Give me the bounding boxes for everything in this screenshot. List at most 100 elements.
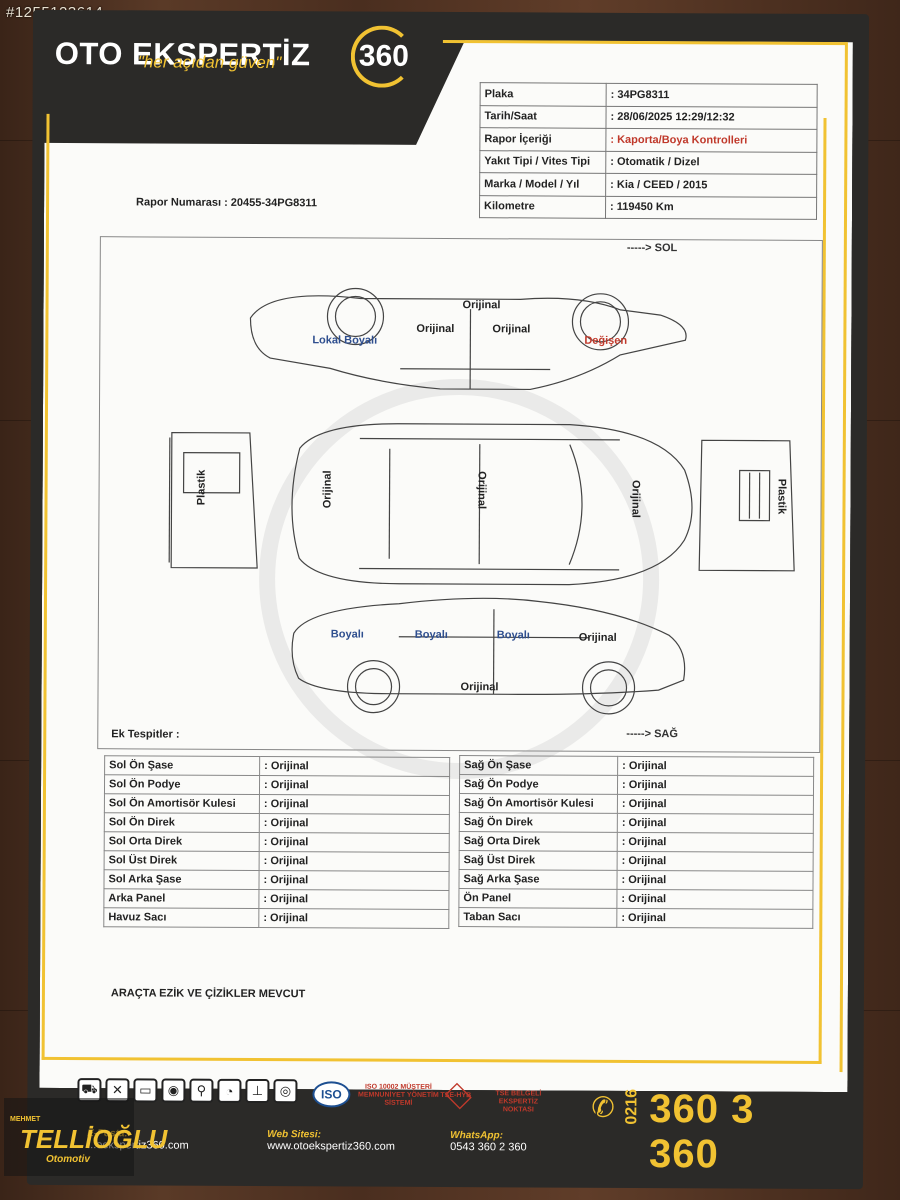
extra-findings-label: Ek Tespitler : — [111, 728, 180, 741]
part-status: : Orijinal — [259, 775, 450, 796]
info-row: Rapor İçeriği: Kaporta/Boya Kontrolleri — [479, 127, 817, 152]
part-status: : Orijinal — [258, 870, 450, 891]
table-row: Sağ Üst Direk: Orijinal — [459, 850, 814, 872]
info-key: Tarih/Saat — [479, 105, 607, 129]
brake-icon: ◉ — [161, 1078, 186, 1103]
part-status: : Orijinal — [616, 870, 814, 891]
part-status: : Orijinal — [259, 851, 450, 872]
part-status: : Orijinal — [259, 756, 450, 777]
part-status: : Orijinal — [616, 908, 813, 929]
label-hood: Orijinal — [629, 479, 642, 518]
part-name: Sağ Orta Direk — [459, 831, 618, 852]
label-trunk: Orijinal — [321, 470, 334, 509]
label-roof: Orijinal — [475, 471, 488, 510]
part-status: : Orijinal — [617, 794, 814, 815]
gauge-icon: ◔ — [217, 1078, 242, 1103]
info-row: Marka / Model / Yıl: Kia / CEED / 2015 — [479, 172, 817, 197]
table-row: Sağ Orta Direk: Orijinal — [459, 831, 814, 853]
part-name: Sağ Üst Direk — [459, 850, 618, 871]
info-value: : Otomatik / Dizel — [605, 150, 817, 175]
direction-left: -----> SOL — [626, 241, 678, 255]
info-row: Yakıt Tipi / Vites Tipi: Otomatik / Dize… — [479, 150, 817, 175]
footer-web: Web Sitesi: www.otoekspertiz360.com — [267, 1129, 395, 1153]
battery-icon: ▭ — [133, 1078, 158, 1103]
part-name: Arka Panel — [103, 888, 259, 909]
part-name: Sağ Arka Şase — [458, 869, 618, 890]
dealer-small: MEHMET — [10, 1116, 41, 1123]
info-key: Plaka — [480, 82, 607, 106]
web-link[interactable]: www.otoekspertiz360.com — [267, 1140, 395, 1153]
damage-note: ARAÇTA EZİK VE ÇİZİKLER MEVCUT — [110, 987, 306, 1001]
phone-area: 0216 — [623, 1088, 641, 1125]
direction-right: -----> SAĞ — [626, 727, 678, 741]
phone-icon: ✆ — [591, 1091, 615, 1123]
info-key: Yakıt Tipi / Vites Tipi — [479, 150, 606, 174]
axle-icon: ⊥ — [245, 1078, 270, 1104]
label-front-bumper: Plastik — [775, 478, 788, 515]
part-name: Sağ Ön Şase — [459, 755, 618, 776]
label-top-door-rear: Orijinal — [492, 323, 531, 336]
part-status: : Orijinal — [259, 794, 450, 815]
label-bottom-front-fender: Orijinal — [578, 631, 617, 644]
part-name: Sağ Ön Podye — [459, 774, 618, 795]
label-bottom-fender-rear: Boyalı — [330, 628, 364, 641]
part-status: : Orijinal — [259, 813, 450, 834]
table-row: Sağ Ön Podye: Orijinal — [459, 774, 814, 796]
table-row: Arka Panel: Orijinal — [103, 888, 449, 910]
table-row: Sol Ön Direk: Orijinal — [104, 812, 450, 834]
iso-text: ISO 10002 MÜŞTERİ MEMNUNİYET YÖNETİM SİS… — [357, 1083, 439, 1107]
part-status: : Orijinal — [258, 908, 449, 929]
table-row: Sol Ön Şase: Orijinal — [104, 755, 450, 777]
part-name: Sol Ön Podye — [104, 774, 260, 795]
phone-block: ✆ 0216 360 3 360 — [587, 1065, 827, 1176]
table-row: Sol Ön Podye: Orijinal — [104, 774, 450, 796]
part-name: Sol Ön Şase — [104, 755, 260, 776]
table-row: Sağ Arka Şase: Orijinal — [458, 869, 814, 891]
tse-text: TSE BELGELİ EKSPERTİZ NOKTASI — [495, 1090, 542, 1114]
whatsapp-title: WhatsApp: — [450, 1130, 504, 1142]
table-row: Sağ Ön Amortisör Kulesi: Orijinal — [459, 793, 814, 815]
tire-icon: ◎ — [273, 1079, 298, 1104]
info-value: : 34PG8311 — [606, 83, 818, 107]
part-status: : Orijinal — [617, 813, 814, 834]
info-key: Marka / Model / Yıl — [479, 172, 606, 196]
info-value: : Kaporta/Boya Kontrolleri — [605, 128, 817, 152]
part-name: Sol Ön Amortisör Kulesi — [104, 793, 260, 814]
iso-logo: ISO — [312, 1081, 351, 1108]
label-bottom-door-rear: Boyalı — [414, 628, 448, 641]
info-row: Plaka: 34PG8311 — [480, 82, 818, 107]
car-diagram: -----> SOL -----> SAĞ Orijinal Orijinal … — [97, 236, 823, 781]
table-row: Sol Arka Şase: Orijinal — [103, 869, 450, 891]
table-row: Sağ Ön Direk: Orijinal — [459, 812, 814, 834]
table-row: Sol Üst Direk: Orijinal — [104, 850, 450, 872]
part-name: Sol Üst Direk — [104, 850, 260, 871]
info-value: : 119450 Km — [605, 195, 817, 220]
part-status: : Orijinal — [258, 889, 449, 910]
dealer-watermark: MEHMET TELLİOĞLU Otomotiv — [4, 1098, 167, 1176]
info-key: Kilometre — [479, 195, 606, 219]
part-name: Taban Sacı — [458, 907, 617, 928]
info-value: : Kia / CEED / 2015 — [605, 173, 817, 197]
info-row: Tarih/Saat: 28/06/2025 12:29/12:32 — [479, 105, 818, 130]
table-row: Ön Panel: Orijinal — [458, 888, 813, 910]
label-bottom-sill: Orijinal — [460, 681, 499, 694]
table-row: Sol Ön Amortisör Kulesi: Orijinal — [104, 793, 450, 815]
part-status: : Orijinal — [617, 851, 814, 872]
brand-badge: 360 — [358, 39, 409, 73]
label-bottom-door-front: Boyalı — [496, 629, 530, 642]
dealer-sub: Otomotiv — [46, 1154, 90, 1165]
footer-whatsapp: WhatsApp: 0543 360 2 360 — [450, 1130, 527, 1153]
part-name: Ön Panel — [458, 888, 617, 909]
right-parts-table: Sağ Ön Şase: Orijinal Sağ Ön Podye: Orij… — [458, 755, 814, 929]
table-row: Havuz Sacı: Orijinal — [103, 907, 449, 929]
label-top-front-fender: Değişen — [584, 334, 628, 347]
vehicle-info-table: Plaka: 34PG8311 Tarih/Saat: 28/06/2025 1… — [479, 82, 818, 220]
label-top-rear-fender: Lokal Boyalı — [312, 334, 378, 347]
whatsapp-link[interactable]: 0543 360 2 360 — [450, 1141, 527, 1154]
info-value: : 28/06/2025 12:29/12:32 — [605, 105, 818, 130]
table-row: Taban Sacı: Orijinal — [458, 907, 813, 929]
web-title: Web Sitesi: — [267, 1129, 321, 1141]
phone-number[interactable]: 360 3 360 — [648, 1087, 755, 1177]
brand-tagline: "her açıdan güven" — [137, 52, 282, 73]
label-top-door-front: Orijinal — [416, 322, 455, 336]
